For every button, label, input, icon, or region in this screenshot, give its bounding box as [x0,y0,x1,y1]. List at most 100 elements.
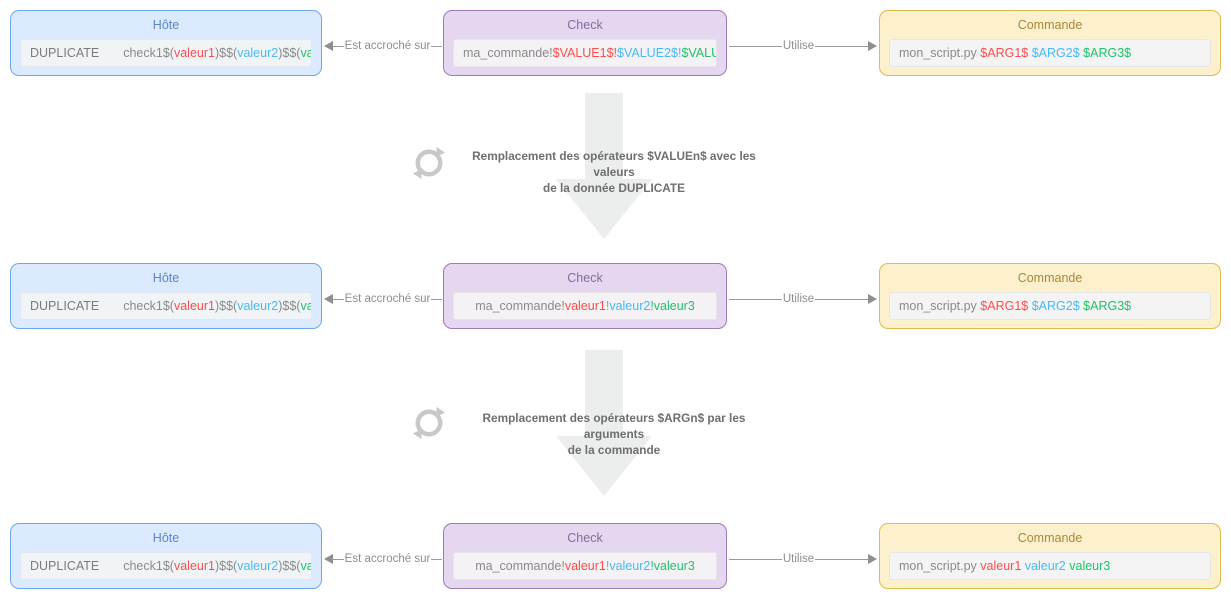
check-node-row3[interactable]: Check ma_commande!valeur1!valeur2!valeur… [443,523,727,589]
connector-host-check-row3: Est accroché sur [324,548,442,570]
host-value-field[interactable]: DUPLICATE check1$(valeur1)$$(valeur2)$$(… [20,552,312,580]
commande-title: Commande [1017,531,1083,545]
code-token: ma_commande! [475,559,565,573]
code-token: $VALUE2$ [617,46,678,60]
connector-line [815,298,868,300]
commande-value-field[interactable]: mon_script.py valeur1 valeur2 valeur3 [889,552,1211,580]
connector-label-utilise: Utilise [781,40,816,52]
code-token: ma_commande! [463,46,553,60]
connector-line [333,45,344,47]
code-token: $VALUE1$ [552,46,614,60]
transition-text-1: Remplacement des opérateurs $VALUEn$ ave… [472,149,756,195]
check-value-field[interactable]: ma_commande!valeur1!valeur2!valeur3 [453,292,717,320]
code-token: check1$( [123,559,174,573]
check-value-field[interactable]: ma_commande!$VALUE1$!$VALUE2$!$VALUE3$ [453,39,717,67]
code-token: $VALUE3$ [681,46,716,60]
connector-check-commande-row3: Utilise [729,548,877,570]
code-token: valeur1 [173,559,215,573]
code-token: ! [650,559,654,573]
arrow-right-icon [868,41,877,51]
commande-value-field[interactable]: mon_script.py $ARG1$ $ARG2$ $ARG3$ [889,39,1211,67]
code-token: valeur1 [980,559,1022,573]
host-value-tokens: check1$(valeur1)$$(valeur2)$$(valeur3)$ [123,40,311,66]
code-token: valeur3 [1069,559,1111,573]
connector-line [431,558,442,560]
connector-line [729,298,782,300]
code-token: $ARG3$ [1083,299,1132,313]
connector-line [729,558,782,560]
refresh-icon [413,147,445,179]
host-node-row1[interactable]: Hôte DUPLICATE check1$(valeur1)$$(valeur… [10,10,322,76]
code-token: $ARG2$ [1031,46,1080,60]
commande-node-row2[interactable]: Commande mon_script.py $ARG1$ $ARG2$ $AR… [879,263,1221,329]
code-token: ! [613,46,618,60]
code-token: valeur2 [1024,559,1066,573]
code-token: $ARG1$ [980,299,1029,313]
host-title: Hôte [152,531,180,545]
code-token: valeur3 [300,46,311,60]
refresh-icon [413,407,445,439]
code-token: valeur2 [237,559,279,573]
commande-node-row1[interactable]: Commande mon_script.py $ARG1$ $ARG2$ $AR… [879,10,1221,76]
arrow-left-icon [324,554,333,564]
code-token: $ARG2$ [1031,299,1080,313]
commande-title: Commande [1017,18,1083,32]
connector-label-est-accroche-sur: Est accroché sur [343,293,432,305]
connector-line [815,45,868,47]
code-token: )$$( [214,299,238,313]
code-token: )$$( [214,46,238,60]
connector-line [333,298,344,300]
host-value-tokens: check1$(valeur1)$$(valeur2)$$(valeur3)$ [123,553,311,579]
connector-check-commande-row2: Utilise [729,288,877,310]
code-token: valeur1 [564,559,606,573]
host-key-label: DUPLICATE [30,299,100,313]
arrow-right-icon [868,294,877,304]
arrow-left-icon [324,41,333,51]
connector-host-check-row2: Est accroché sur [324,288,442,310]
down-arrow-shape [556,350,652,496]
arrow-right-icon [868,554,877,564]
code-token: )$$( [278,299,301,313]
code-token: valeur2 [609,299,651,313]
commande-value-field[interactable]: mon_script.py $ARG1$ $ARG2$ $ARG3$ [889,292,1211,320]
code-token: )$$( [214,559,238,573]
code-token: valeur3 [653,299,695,313]
connector-label-est-accroche-sur: Est accroché sur [343,40,432,52]
code-token: ! [605,299,610,313]
code-token: )$$( [278,46,301,60]
host-key-label: DUPLICATE [30,46,100,60]
down-arrow-shape [556,93,652,239]
commande-node-row3[interactable]: Commande mon_script.py valeur1 valeur2 v… [879,523,1221,589]
host-node-row2[interactable]: Hôte DUPLICATE check1$(valeur1)$$(valeur… [10,263,322,329]
code-token: valeur3 [300,299,311,313]
check-title: Check [567,271,603,285]
check-value-field[interactable]: ma_commande!valeur1!valeur2!valeur3 [453,552,717,580]
connector-line [431,298,442,300]
connector-label-est-accroche-sur: Est accroché sur [343,553,432,565]
transition-text-2: Remplacement des opérateurs $ARGn$ par l… [482,411,746,457]
connector-line [815,558,868,560]
host-node-row3[interactable]: Hôte DUPLICATE check1$(valeur1)$$(valeur… [10,523,322,589]
connector-host-check-row1: Est accroché sur [324,35,442,57]
code-token: valeur3 [300,559,311,573]
code-token: check1$( [123,46,174,60]
code-token: valeur3 [653,559,695,573]
check-node-row2[interactable]: Check ma_commande!valeur1!valeur2!valeur… [443,263,727,329]
code-token: ! [605,559,610,573]
code-token: check1$( [123,299,174,313]
code-token: mon_script.py [899,46,981,60]
host-title: Hôte [152,18,180,32]
code-token: mon_script.py [899,559,981,573]
code-token: valeur2 [609,559,651,573]
host-title: Hôte [152,271,180,285]
connector-line [431,45,442,47]
host-value-field[interactable]: DUPLICATE check1$(valeur1)$$(valeur2)$$(… [20,292,312,320]
code-token: valeur1 [173,299,215,313]
host-value-field[interactable]: DUPLICATE check1$(valeur1)$$(valeur2)$$(… [20,39,312,67]
check-node-row1[interactable]: Check ma_commande!$VALUE1$!$VALUE2$!$VAL… [443,10,727,76]
code-token: valeur2 [237,46,279,60]
arrow-left-icon [324,294,333,304]
transition-down-arrow-1 [556,93,652,239]
code-token: mon_script.py [899,299,981,313]
code-token: valeur1 [173,46,215,60]
